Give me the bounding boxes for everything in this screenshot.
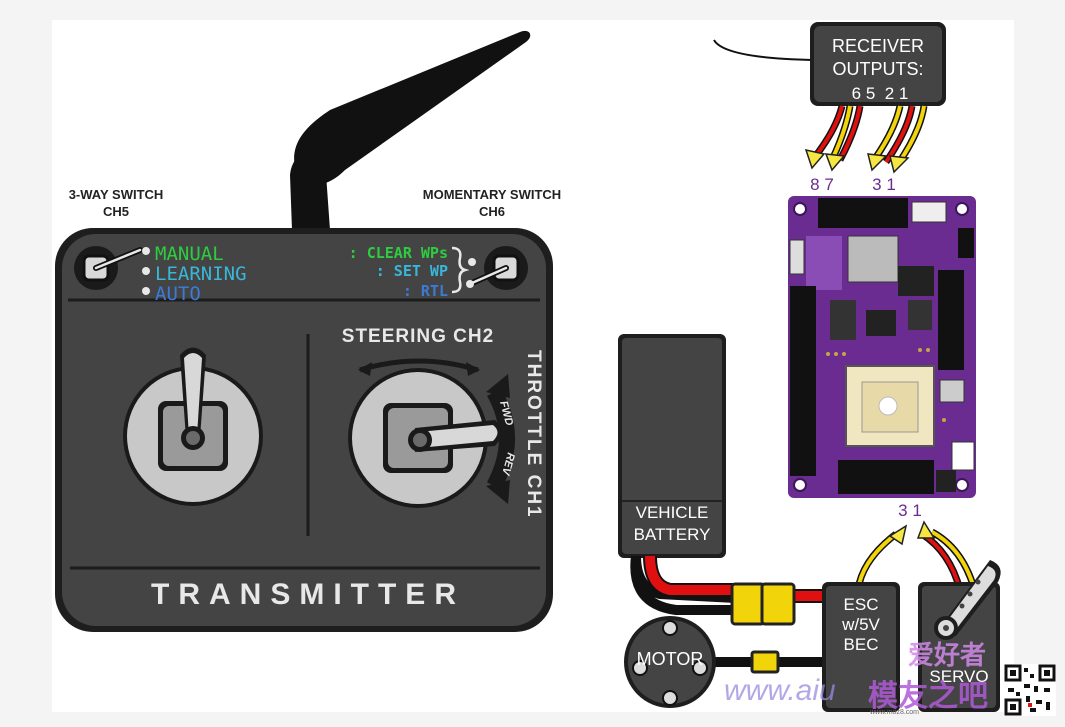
action-brace: [451, 246, 470, 294]
controller-output-label: 3 1: [898, 501, 922, 520]
watermark-brand: 模友之吧: [868, 679, 988, 713]
esc-body: [826, 586, 896, 708]
motor-label: MOTOR: [637, 649, 704, 669]
qr-code-icon: [1004, 664, 1056, 716]
receiver-box: [814, 26, 942, 102]
receiver-antenna-wire: [713, 39, 813, 61]
controller-input-label-31: 3 1: [872, 175, 896, 194]
battery-label-line2: BATTERY: [634, 525, 711, 544]
three-way-switch-label: 3-WAY SWITCH: [69, 187, 164, 202]
autopilot-board: [788, 196, 976, 498]
antenna-base: [290, 149, 330, 230]
action-clear-wps: : CLEAR WPs: [349, 244, 448, 262]
three-way-switch[interactable]: [74, 246, 150, 295]
left-stick[interactable]: [123, 347, 263, 507]
momentary-switch-channel: CH6: [479, 204, 505, 219]
mode-manual: MANUAL: [155, 243, 224, 265]
momentary-switch-label: MOMENTARY SWITCH: [423, 187, 561, 202]
mode-learning: LEARNING: [155, 263, 247, 285]
action-set-wp: : SET WP: [376, 262, 448, 280]
battery-power-wires: [630, 555, 826, 615]
receiver-title: RECEIVER: [832, 36, 924, 56]
throttle-arrow: [486, 388, 515, 490]
transmitter-body: [62, 234, 546, 626]
controller-input-label-87: 8 7: [810, 175, 834, 194]
right-stick[interactable]: [348, 368, 502, 508]
steering-arrow: [359, 358, 479, 373]
watermark-url: www.aiu: [724, 674, 836, 707]
receiver-wires: [804, 105, 928, 174]
watermark-small-url: www.moz8.com: [869, 709, 919, 716]
servo-label: SERVO: [929, 667, 988, 686]
mode-auto: AUTO: [155, 283, 201, 305]
esc-label-line2: w/5V: [841, 615, 880, 634]
servo-body: [922, 586, 996, 708]
receiver-subtitle: OUTPUTS:: [832, 59, 923, 79]
momentary-switch[interactable]: [466, 246, 528, 290]
three-way-switch-channel: CH5: [103, 204, 129, 219]
esc-label-line3: BEC: [844, 635, 879, 654]
power-connector: [730, 582, 796, 626]
receiver-channels: 6 5 2 1: [852, 84, 909, 103]
esc-label-line1: ESC: [844, 595, 879, 614]
antenna-icon: [294, 30, 531, 185]
action-rtl: : RTL: [403, 282, 448, 300]
motor-icon: [624, 616, 716, 708]
watermark-top: 爱好者: [908, 640, 986, 670]
battery-label-line1: VEHICLE: [636, 503, 709, 522]
servo-horn-icon: [934, 560, 1001, 640]
motor-connector: [750, 650, 780, 674]
transmitter-title: TRANSMITTER: [151, 578, 465, 611]
throttle-label: THROTTLE CH1: [523, 350, 544, 519]
steering-label: STEERING CH2: [342, 326, 494, 347]
